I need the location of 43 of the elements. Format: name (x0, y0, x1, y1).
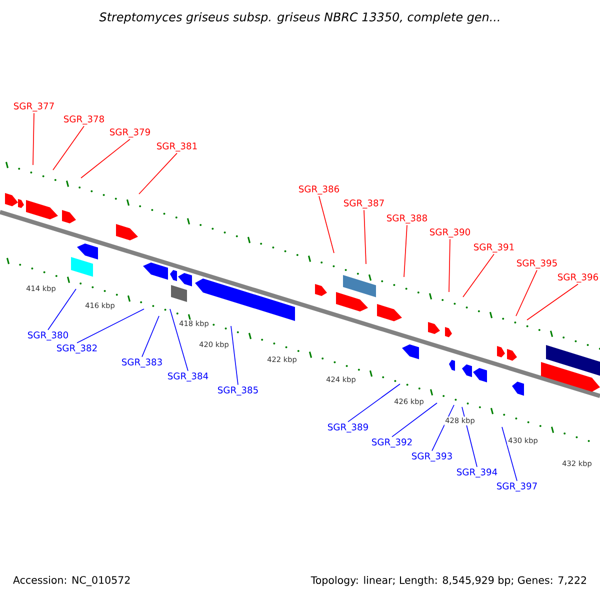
summary-text: Topology: linear; Length: 8,545,929 bp; Genes: 7,222 (310, 576, 586, 586)
leader-line (502, 426, 518, 482)
gene-label: SGR_391 (474, 244, 514, 252)
leader-line (170, 308, 188, 372)
gene-label: SGR_378 (64, 116, 104, 124)
leader-line (448, 238, 450, 292)
leader-line (138, 152, 178, 194)
gene-label: SGR_377 (14, 102, 54, 112)
gene-label: SGR_387 (344, 200, 384, 208)
gene-label: SGR_383 (122, 358, 162, 368)
gene-label: SGR_394 (456, 468, 498, 478)
gene-label: SGR_380 (28, 332, 68, 340)
leader-line (364, 210, 366, 264)
gene-label: SGR_396 (558, 274, 598, 282)
leader-line (516, 270, 538, 316)
gene-label: SGR_393 (412, 452, 452, 462)
gene-label: SGR_388 (386, 214, 427, 224)
leader-line (32, 112, 34, 166)
leader-line (462, 254, 494, 298)
gene-label: SGR_392 (372, 438, 412, 448)
leader-line (318, 196, 334, 254)
gene-label: SGR_384 (168, 372, 208, 382)
title: Streptomyces griseus subsp. griseus NBRC 13350, complete gen... (99, 12, 500, 24)
leader-line (404, 224, 408, 278)
gene-label: SGR_397 (496, 482, 537, 492)
gene-label: SGR_385 (218, 386, 258, 396)
gene-label: SGR_390 (430, 228, 470, 238)
gene-label: SGR_381 (156, 142, 197, 152)
gene-label: SGR_389 (328, 424, 368, 432)
leader-line (230, 326, 238, 386)
leader-line (48, 288, 76, 330)
leader-line (392, 402, 438, 438)
leader-line (80, 138, 130, 178)
gene-label: SGR_386 (298, 186, 340, 194)
accession-text: Accession: NC_010572 (13, 576, 130, 586)
leader-line (52, 126, 84, 170)
gene-label: SGR_379 (110, 128, 150, 138)
leader-line (142, 316, 160, 358)
gene-label: SGR_382 (56, 344, 97, 354)
leader-line (526, 284, 578, 320)
gene-label: SGR_395 (516, 260, 557, 268)
leader-line (76, 308, 144, 344)
leader-line (348, 384, 400, 422)
